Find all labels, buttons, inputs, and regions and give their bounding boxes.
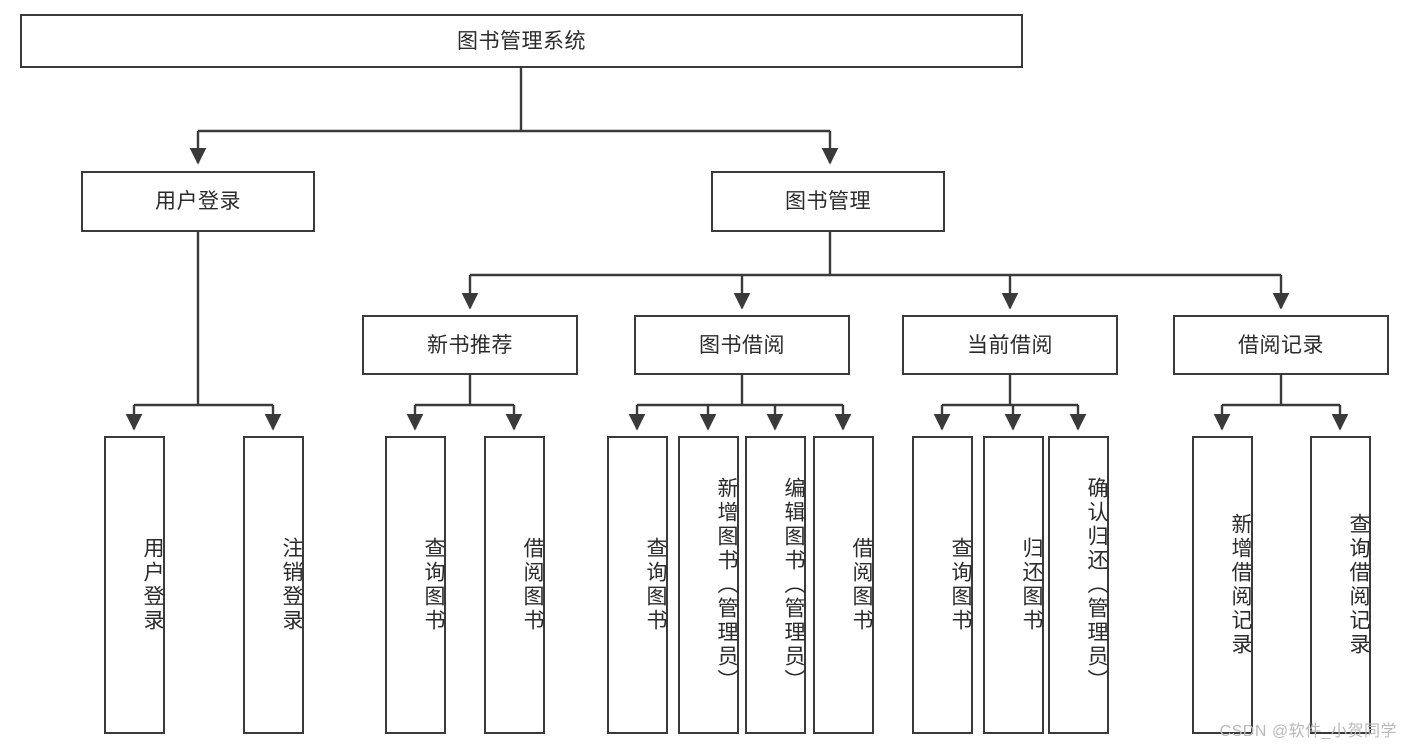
leaf-edit-book-admin[interactable]: 编辑图书（管理员） bbox=[745, 436, 806, 734]
node-label: 借阅图书 bbox=[521, 537, 544, 633]
node-label: 注销登录 bbox=[280, 537, 303, 633]
node-current-borrow[interactable]: 当前借阅 bbox=[902, 315, 1118, 375]
node-label: 新增图书（管理员） bbox=[715, 477, 738, 693]
leaf-query-book-recommend[interactable]: 查询图书 bbox=[385, 436, 446, 734]
node-label: 用户登录 bbox=[155, 190, 241, 213]
leaf-confirm-return-admin[interactable]: 确认归还（管理员） bbox=[1048, 436, 1109, 734]
node-borrow-record[interactable]: 借阅记录 bbox=[1173, 315, 1389, 375]
node-label: 借阅图书 bbox=[850, 537, 873, 633]
leaf-query-book-current[interactable]: 查询图书 bbox=[912, 436, 973, 734]
node-label: 借阅记录 bbox=[1238, 333, 1324, 357]
node-label: 查询图书 bbox=[422, 537, 445, 633]
node-label: 查询图书 bbox=[949, 537, 972, 633]
node-label: 新书推荐 bbox=[427, 333, 513, 357]
leaf-add-borrow-record[interactable]: 新增借阅记录 bbox=[1192, 436, 1253, 734]
leaf-logout-login[interactable]: 注销登录 bbox=[243, 436, 304, 734]
node-label: 编辑图书（管理员） bbox=[782, 477, 805, 693]
node-book-borrow[interactable]: 图书借阅 bbox=[634, 315, 850, 375]
node-label: 查询借阅记录 bbox=[1347, 513, 1370, 657]
leaf-query-book-borrow[interactable]: 查询图书 bbox=[607, 436, 668, 734]
node-root-system[interactable]: 图书管理系统 bbox=[20, 14, 1023, 68]
node-new-book-recommend[interactable]: 新书推荐 bbox=[362, 315, 578, 375]
node-label: 图书借阅 bbox=[699, 333, 785, 357]
leaf-borrow-book[interactable]: 借阅图书 bbox=[813, 436, 874, 734]
node-label: 图书管理 bbox=[785, 190, 871, 213]
leaf-borrow-book-recommend[interactable]: 借阅图书 bbox=[484, 436, 545, 734]
node-label: 确认归还（管理员） bbox=[1085, 477, 1108, 693]
node-user-login[interactable]: 用户登录 bbox=[81, 171, 315, 232]
node-book-management[interactable]: 图书管理 bbox=[711, 171, 945, 232]
leaf-add-book-admin[interactable]: 新增图书（管理员） bbox=[678, 436, 739, 734]
node-label: 用户登录 bbox=[141, 537, 164, 633]
node-label: 新增借阅记录 bbox=[1229, 513, 1252, 657]
csdn-watermark: CSDN @软件_小贺同学 bbox=[1219, 723, 1397, 740]
leaf-query-borrow-record[interactable]: 查询借阅记录 bbox=[1310, 436, 1371, 734]
node-label: 查询图书 bbox=[644, 537, 667, 633]
node-label: 当前借阅 bbox=[967, 333, 1053, 357]
leaf-user-login[interactable]: 用户登录 bbox=[104, 436, 165, 734]
leaf-return-book[interactable]: 归还图书 bbox=[983, 436, 1044, 734]
node-label: 归还图书 bbox=[1020, 537, 1043, 633]
node-label: 图书管理系统 bbox=[457, 29, 586, 53]
